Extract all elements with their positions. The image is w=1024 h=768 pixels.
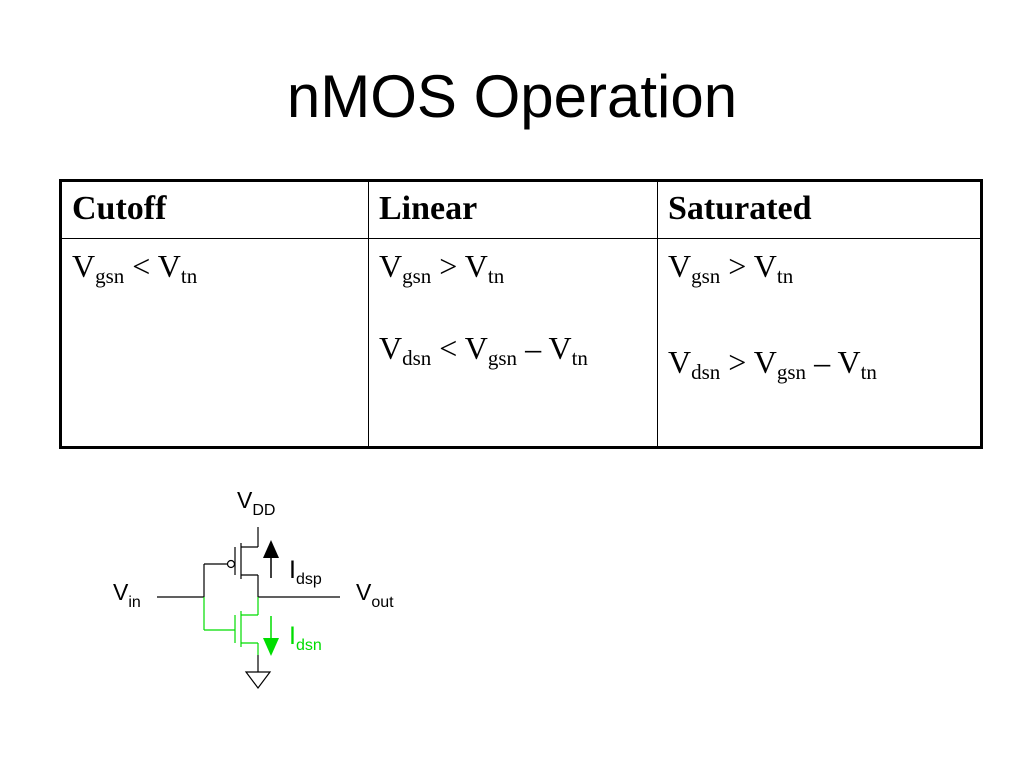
saturated-condition-vgs: Vgsn > Vtn <box>668 248 794 288</box>
pmos-gate-bubble <box>226 559 236 569</box>
linear-condition-vds: Vdsn < Vgsn – Vtn <box>379 330 588 370</box>
idsp-arrow-icon <box>263 540 279 578</box>
linear-conditions: Vgsn > Vtn Vdsn < Vgsn – Vtn <box>368 238 658 448</box>
saturated-conditions: Vgsn > Vtn Vdsn > Vgsn – Vtn <box>657 238 982 448</box>
slide-title: nMOS Operation <box>286 63 738 130</box>
cutoff-condition-vgs: Vgsn < Vtn <box>72 248 198 288</box>
linear-condition-vgs: Vgsn > Vtn <box>379 248 505 288</box>
saturated-condition-vds: Vdsn > Vgsn – Vtn <box>668 344 877 384</box>
vdd-label: VDD <box>237 487 275 519</box>
inverter-wiring <box>157 564 340 598</box>
idsp-label: Idsp <box>289 556 322 588</box>
table-condition-row: Vgsn < Vtn Vgsn > Vtn Vdsn < Vgsn – Vtn … <box>60 238 982 448</box>
idsn-label: Idsn <box>289 622 322 654</box>
ground-symbol <box>244 655 272 689</box>
operation-regions-table: Cutoff Linear Saturated Vgsn < Vtn Vgsn … <box>59 179 983 449</box>
pmos-transistor <box>204 527 259 597</box>
vin-label: Vin <box>113 579 141 611</box>
header-saturated: Saturated <box>657 180 982 239</box>
nmos-transistor <box>203 597 259 655</box>
vout-label: Vout <box>356 579 394 611</box>
cutoff-conditions: Vgsn < Vtn <box>60 238 369 448</box>
idsn-arrow-icon <box>263 616 279 656</box>
